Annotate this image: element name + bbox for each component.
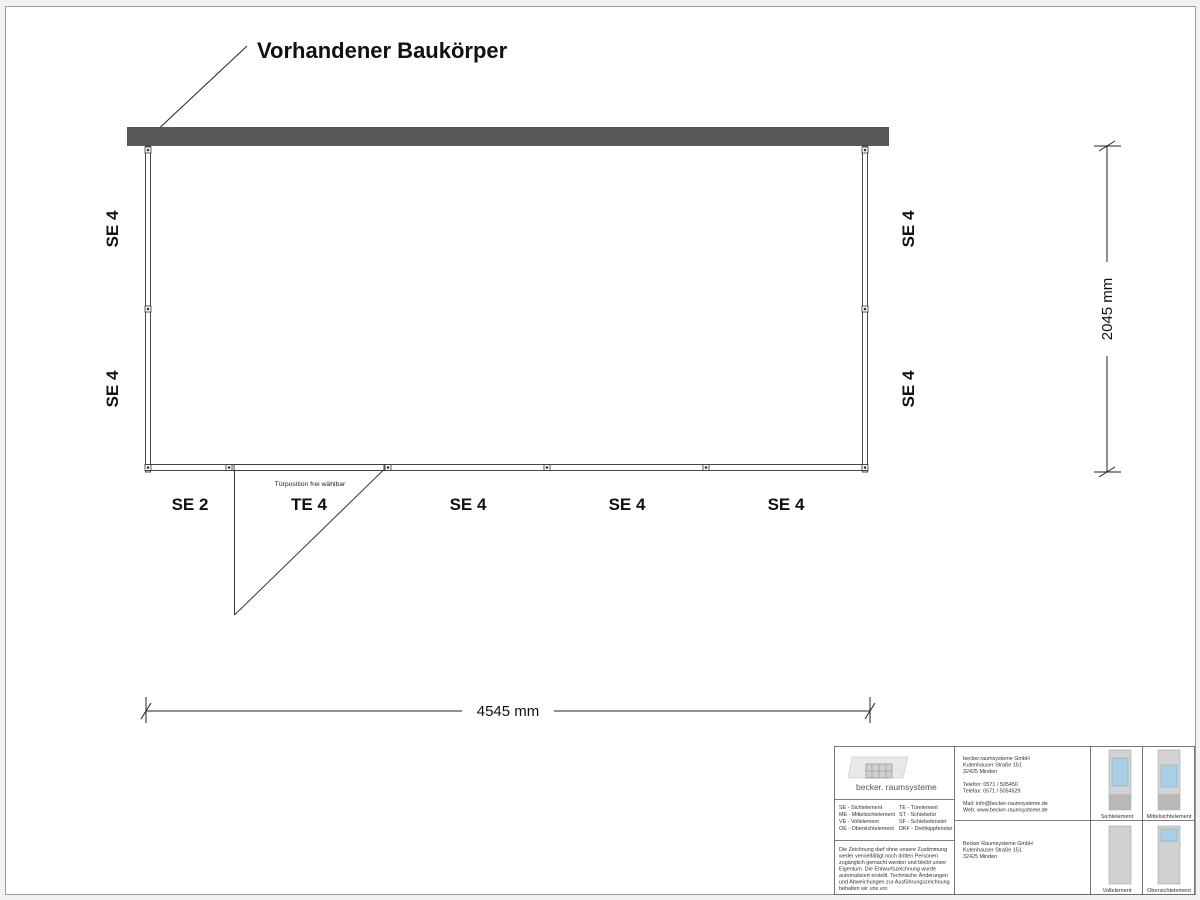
svg-text:automatisiert erstellt. Techni: automatisiert erstellt. Technische Änder… (839, 872, 948, 879)
svg-text:32425 Minden: 32425 Minden (963, 769, 997, 775)
element-thumb-vollelement: Vollelement (1103, 825, 1132, 894)
svg-text:Vollelement: Vollelement (1103, 888, 1132, 894)
svg-text:32425 Minden: 32425 Minden (963, 854, 997, 860)
element-thumb-mittelsichtelement: Mittelsichtelement (1147, 749, 1192, 820)
svg-text:weder vervielfältigt noch drit: weder vervielfältigt noch dritten Person… (838, 854, 938, 860)
bottom-wall-label-3: SE 4 (450, 495, 487, 514)
svg-text:becker.raumsysteme GmbH: becker.raumsysteme GmbH (963, 756, 1030, 762)
disclaimer: Die Zeichnung darf ohne unsere Zustimmun… (838, 847, 950, 892)
bottom-wall-label-2: TE 4 (291, 495, 327, 514)
bottom-wall-label-4: SE 4 (609, 495, 646, 514)
svg-text:Sichtelement: Sichtelement (1101, 814, 1134, 820)
left-wall-label-2: SE 4 (103, 370, 122, 407)
door-swing (234, 469, 384, 616)
element-thumb-sichtelement: Sichtelement (1101, 749, 1134, 820)
svg-text:behalten wir uns vor.: behalten wir uns vor. (839, 886, 888, 892)
wall-outline (145, 145, 868, 473)
company-logo: becker. raumsysteme (847, 756, 937, 792)
svg-text:DKF - Drehkippfenster: DKF - Drehkippfenster (899, 826, 953, 832)
svg-text:ST - Schiebetür: ST - Schiebetür (899, 812, 937, 818)
right-wall-label-2: SE 4 (899, 370, 918, 407)
right-wall-label-1: SE 4 (899, 210, 918, 247)
svg-text:Telefon: 0571 / 505450: Telefon: 0571 / 505450 (963, 782, 1018, 788)
svg-text:Mittelsichtelement: Mittelsichtelement (1147, 814, 1192, 820)
svg-text:SE - Sichtelement: SE - Sichtelement (839, 805, 883, 811)
svg-text:zugänglich gemacht werden und: zugänglich gemacht werden und bleibt uns… (839, 860, 946, 866)
svg-text:Telefax: 0571 / 5054529: Telefax: 0571 / 5054529 (963, 789, 1021, 795)
left-wall-label-1: SE 4 (103, 210, 122, 247)
svg-text:TE - Türelement: TE - Türelement (899, 805, 938, 811)
element-thumb-obersichtelement: Obersichtelement (1147, 825, 1191, 894)
legend: SE - Sichtelement TE - Türelement ME - M… (839, 805, 953, 832)
svg-text:ME - Mittelsichtelement: ME - Mittelsichtelement (839, 812, 896, 818)
svg-text:Kutenhauser Straße 151: Kutenhauser Straße 151 (963, 848, 1022, 854)
company-address: becker.raumsysteme GmbH Kutenhauser Stra… (963, 756, 1048, 814)
svg-text:Web: www.becker-raumsysteme.de: Web: www.becker-raumsysteme.de (963, 808, 1048, 814)
depth-dimension-line (1094, 140, 1121, 478)
door-note: Türposition frei wählbar (275, 481, 346, 488)
svg-text:Eigentum. Die Entwurfszeichnun: Eigentum. Die Entwurfszeichnung wurde (839, 867, 936, 873)
width-dimension: 4545 mm (477, 703, 540, 720)
svg-text:Mail: info@becker-raumsysteme.: Mail: info@becker-raumsysteme.de (963, 801, 1048, 807)
wall-connectors (144, 146, 869, 471)
existing-building-label: Vorhandener Baukörper (257, 38, 508, 63)
svg-text:OE - Obersichtelement: OE - Obersichtelement (839, 826, 894, 832)
svg-text:SF - Schiebefenster: SF - Schiebefenster (899, 819, 947, 825)
existing-building-wall (127, 127, 889, 146)
width-dimension-line (140, 697, 876, 723)
customer-address: Becker Raumsysteme GmbH Kutenhauser Stra… (963, 841, 1033, 860)
svg-text:und Abweichungen zur Ausführun: und Abweichungen zur Ausführungszeichnun… (839, 880, 950, 886)
svg-text:Becker Raumsysteme GmbH: Becker Raumsysteme GmbH (963, 841, 1033, 847)
bottom-wall-label-5: SE 4 (768, 495, 805, 514)
building-leader-line (151, 45, 248, 136)
svg-text:Obersichtelement: Obersichtelement (1147, 888, 1191, 894)
bottom-wall-label-1: SE 2 (172, 495, 209, 514)
svg-text:VE - Vollelement: VE - Vollelement (839, 819, 879, 825)
svg-text:Die Zeichnung darf ohne unsere: Die Zeichnung darf ohne unsere Zustimmun… (839, 847, 947, 853)
svg-text:Kutenhauser Straße 151: Kutenhauser Straße 151 (963, 763, 1022, 769)
depth-dimension: 2045 mm (1099, 278, 1116, 341)
company-logo-text: becker. raumsysteme (856, 782, 937, 792)
